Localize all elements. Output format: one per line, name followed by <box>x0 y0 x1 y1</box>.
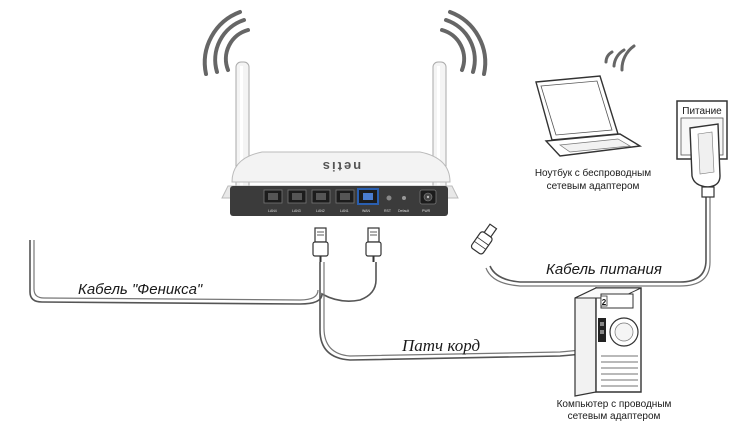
port-label-pwr: PWR <box>422 209 431 213</box>
router: netis LAN4 LAN3 LAN2 LAN1 WAN <box>221 61 459 216</box>
port-label-lan4: LAN4 <box>268 209 277 213</box>
router-lan-ports <box>263 189 355 204</box>
router-default-button <box>402 196 406 200</box>
power-cable-label: Кабель питания <box>546 261 662 278</box>
isp-cable <box>29 240 377 305</box>
patch-cord-label: Патч корд <box>401 336 480 355</box>
port-label-lan3: LAN3 <box>292 209 301 213</box>
power-adapter-icon <box>689 123 721 198</box>
router-reset-button <box>386 195 392 201</box>
router-power-jack <box>419 189 437 205</box>
power-plug-icon <box>470 223 498 255</box>
wifi-waves-left-icon <box>202 10 250 76</box>
wifi-waves-right-icon <box>440 10 488 76</box>
port-label-lan1: LAN1 <box>340 209 349 213</box>
laptop-caption-line2: сетевым адаптером <box>547 181 640 192</box>
rj45-plug-lan <box>312 227 329 262</box>
router-wan-port <box>357 188 379 205</box>
laptop <box>535 75 643 157</box>
router-body <box>231 151 451 183</box>
rj45-plug-wan <box>365 227 382 262</box>
router-brand-logo: netis <box>321 159 361 174</box>
port-label-wan: WAN <box>362 209 371 213</box>
port-label-lan2: LAN2 <box>316 209 325 213</box>
power-socket-label: Питание <box>682 106 722 117</box>
port-label-default: Default <box>398 209 409 213</box>
desktop-computer: 2 <box>574 287 642 397</box>
laptop-caption-line1: Ноутбук с беспроводным <box>535 167 651 179</box>
computer-bay-digit: 2 <box>602 298 607 307</box>
wifi-waves-laptop-icon <box>604 44 636 72</box>
power-cable <box>485 196 711 287</box>
computer-caption-line2: сетевым адаптером <box>568 411 661 422</box>
port-label-rst: RST <box>384 209 392 213</box>
isp-cable-label: Кабель "Феникса" <box>78 281 203 298</box>
computer-caption-line1: Компьютер с проводным <box>557 399 672 410</box>
